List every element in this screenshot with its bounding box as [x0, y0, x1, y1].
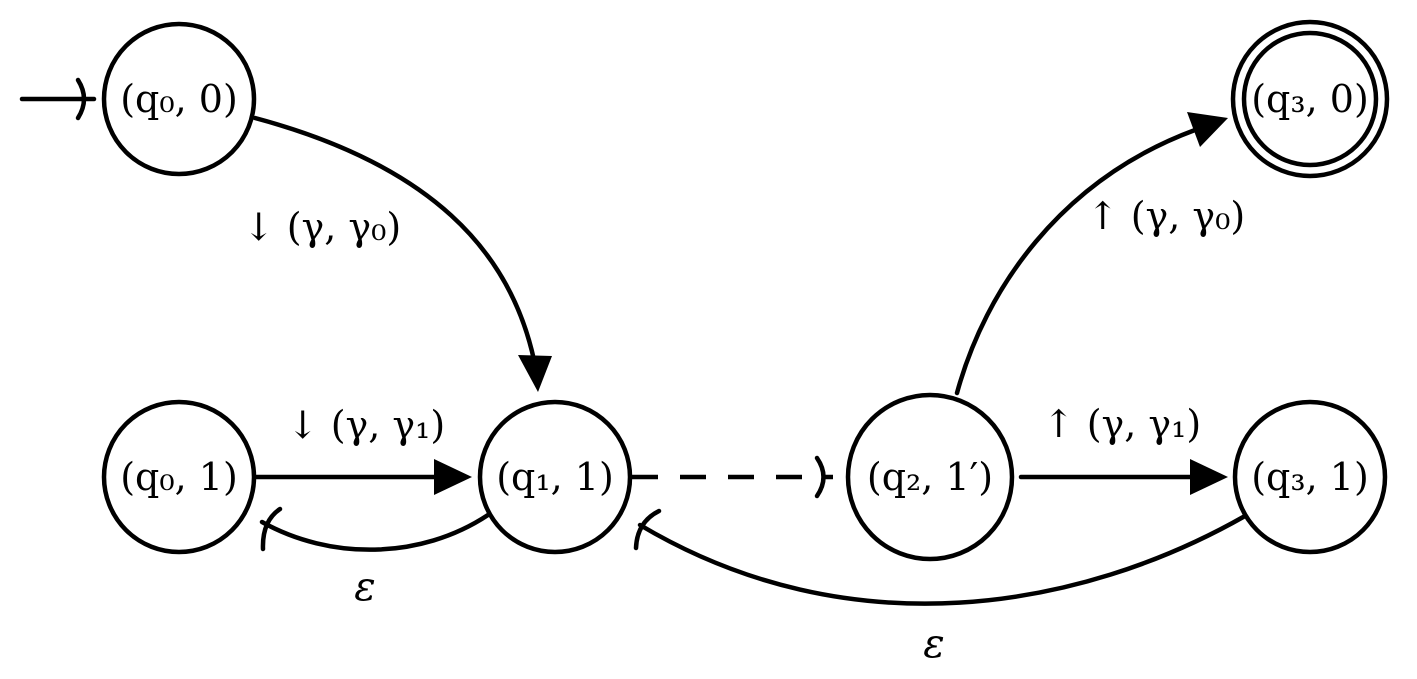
edge-q2-1p-to-q3-0: [954, 112, 1228, 396]
edge-q0-1-to-q1-1: [253, 459, 472, 495]
state-q3-1[interactable]: (q₃, 1): [1232, 399, 1388, 555]
arrowhead-icon: [1190, 459, 1228, 495]
label-q2-1p-to-q3-0: ↑ (γ, γ₀): [1087, 194, 1245, 238]
state-q0-1[interactable]: (q₀, 1): [101, 399, 257, 555]
label-q2-1p-to-q3-1: ↑ (γ, γ₁): [1043, 402, 1201, 446]
label-q1-1-to-q0-1: ε: [354, 564, 375, 610]
edge-labels: ↓ (γ, γ₀) ↓ (γ, γ₁) ε ↑ (γ, γ₀) ↑ (γ, γ₁…: [243, 194, 1245, 667]
arrowhead-icon: [518, 355, 552, 392]
arrowhead-icon: [434, 459, 472, 495]
state-q1-1[interactable]: (q₁, 1): [477, 399, 633, 555]
state-label: (q₁, 1): [496, 455, 614, 499]
state-q2-1p[interactable]: (q₂, 1′): [845, 392, 1015, 562]
arrowhead-icon: [1187, 112, 1228, 147]
edge-q2-1p-to-q3-1: [1018, 459, 1228, 495]
states: (q₀, 0) (q₀, 1) (q₁, 1) (q₂, 1′) (q₃, 1)…: [101, 19, 1390, 562]
edge-q0-0-to-q1-1: [252, 115, 552, 392]
accepting-ring-icon: [1241, 30, 1379, 168]
start-arrow: [19, 77, 97, 121]
open-arrowhead-icon: [633, 508, 662, 551]
edge-q1-1-to-q2-1p: [632, 455, 833, 499]
state-label: (q₀, 1): [120, 455, 238, 499]
state-label: (q₃, 1): [1251, 455, 1369, 499]
state-label: (q₀, 0): [120, 77, 238, 121]
edge-q3-1-to-q1-1: [633, 508, 1248, 606]
state-label: (q₃, 0): [1251, 77, 1369, 121]
edge-q1-1-to-q0-1: [259, 506, 491, 552]
label-q3-1-to-q1-1: ε: [923, 621, 944, 667]
label-q0-0-to-q1-1: ↓ (γ, γ₀): [243, 205, 401, 249]
open-arrowhead-icon: [260, 506, 283, 552]
open-arrowhead-icon: [814, 455, 826, 499]
edges: [19, 77, 1248, 606]
state-q3-0-accepting[interactable]: (q₃, 0): [1230, 19, 1390, 179]
state-q0-0[interactable]: (q₀, 0): [101, 21, 257, 177]
state-label: (q₂, 1′): [867, 455, 993, 499]
start-arrowhead-icon: [75, 77, 87, 121]
label-q0-1-to-q1-1: ↓ (γ, γ₁): [287, 403, 445, 447]
